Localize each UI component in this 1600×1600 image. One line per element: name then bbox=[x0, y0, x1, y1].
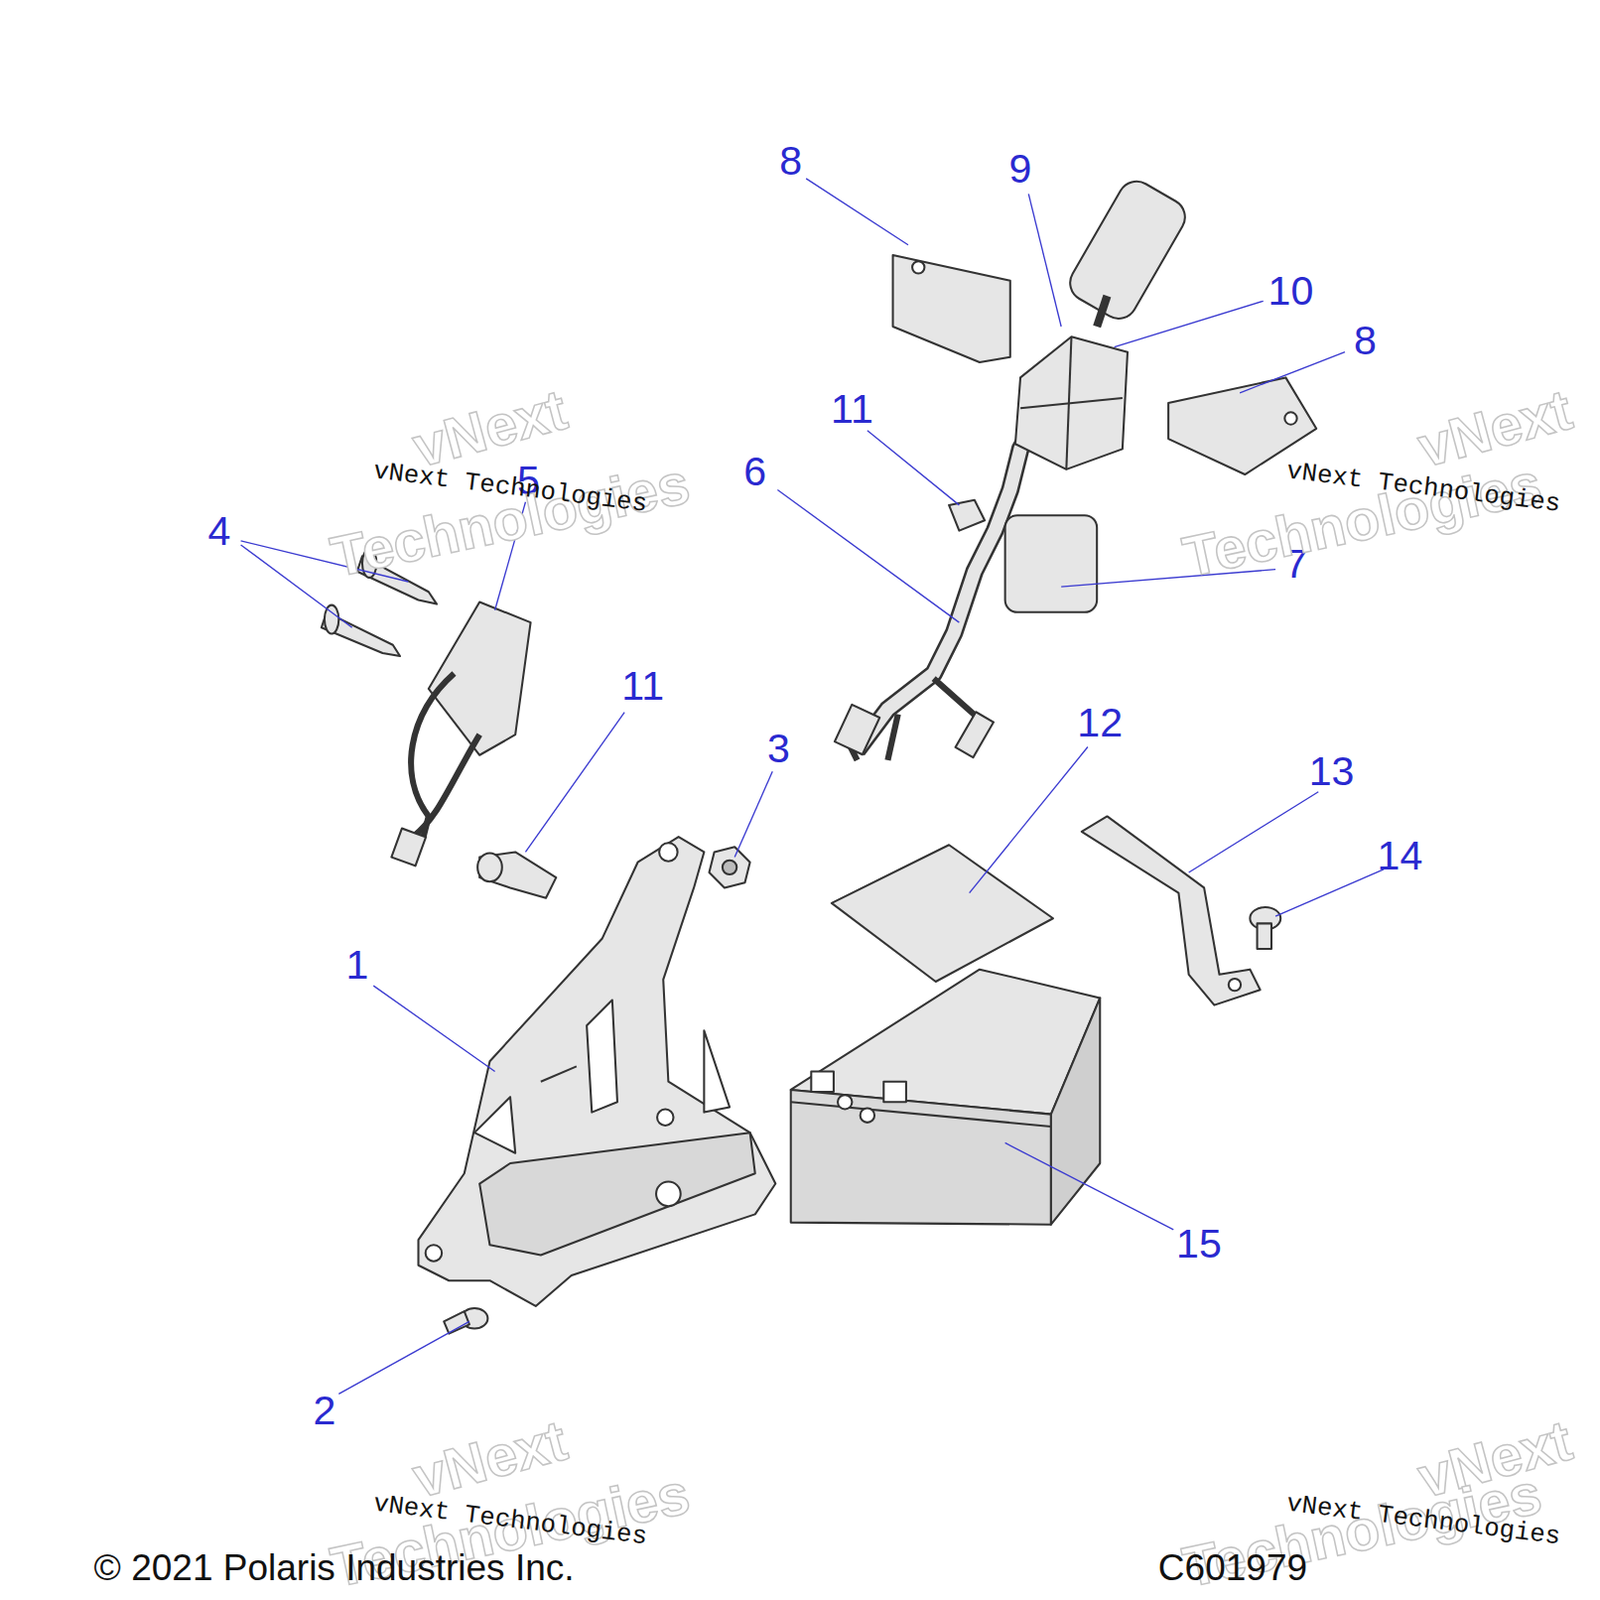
callout-number: 8 bbox=[779, 139, 802, 181]
callout-number: 11 bbox=[830, 388, 874, 429]
battery-front bbox=[791, 1089, 1052, 1225]
plug bbox=[1063, 174, 1192, 326]
module bbox=[1005, 515, 1098, 613]
watermark: vNext bbox=[406, 381, 572, 477]
footer-text: © 2021 Polaris Industries Inc. bbox=[94, 1550, 575, 1588]
callout-number: 13 bbox=[1309, 750, 1355, 792]
callout-number: 2 bbox=[312, 1389, 336, 1431]
screw bbox=[948, 500, 985, 532]
battery-top bbox=[791, 969, 1101, 1115]
callout-number: 6 bbox=[743, 450, 767, 492]
battery-pad bbox=[831, 844, 1054, 982]
nut bbox=[709, 846, 751, 888]
callout-number: 3 bbox=[767, 727, 791, 769]
battery-bracket bbox=[418, 836, 777, 1307]
callout-number: 11 bbox=[621, 665, 665, 706]
cover bbox=[893, 255, 1011, 363]
callout-number: 15 bbox=[1176, 1222, 1222, 1264]
sensor bbox=[428, 602, 532, 756]
callout-number: 10 bbox=[1268, 269, 1315, 311]
bracket-floor bbox=[479, 1132, 756, 1255]
footer-text: C601979 bbox=[1158, 1550, 1308, 1588]
callout-number: 14 bbox=[1377, 834, 1424, 876]
callout-number: 9 bbox=[1009, 147, 1033, 189]
connector-block bbox=[1015, 336, 1128, 470]
callout-number: 4 bbox=[208, 510, 232, 551]
callout-number: 12 bbox=[1076, 701, 1123, 743]
leader-lines bbox=[241, 178, 1384, 1394]
callout-number: 1 bbox=[345, 943, 369, 985]
callout-number: 8 bbox=[1353, 319, 1377, 361]
